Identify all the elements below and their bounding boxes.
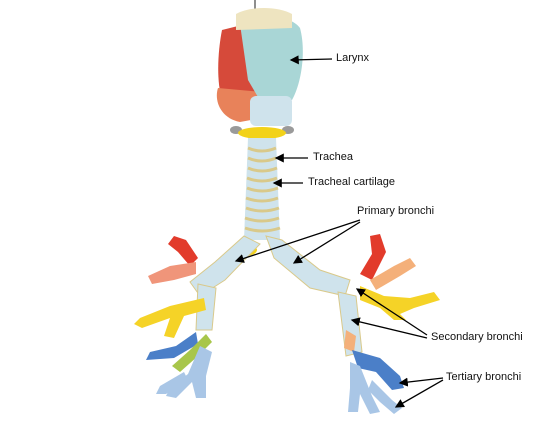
arrow-tertiary-bronchi-upper — [400, 378, 443, 383]
label-tracheal-cartilage: Tracheal cartilage — [308, 176, 395, 188]
label-trachea: Trachea — [313, 151, 353, 163]
arrow-primary-bronchi-right — [294, 222, 360, 263]
left-upper-salmon-branch — [148, 262, 196, 284]
larynx-model — [217, 8, 303, 126]
trachea — [244, 138, 280, 240]
larynx-lower — [250, 96, 292, 126]
arrow-secondary-bronchi-lower — [352, 320, 427, 338]
larynx-top — [236, 8, 292, 30]
label-primary-bronchi: Primary bronchi — [357, 205, 434, 217]
right-primary-bronchus — [266, 236, 350, 296]
left-upper-red-branch — [168, 236, 198, 266]
label-tertiary-bronchi: Tertiary bronchi — [446, 371, 521, 383]
label-secondary-bronchi: Secondary bronchi — [431, 331, 523, 343]
arrow-secondary-bronchi-upper — [357, 289, 427, 335]
label-larynx: Larynx — [336, 52, 369, 64]
yellow-ring — [238, 127, 286, 139]
arrow-tertiary-bronchi-lower — [396, 380, 443, 407]
right-yellow-branch — [360, 286, 440, 320]
left-yellow-branch — [134, 298, 206, 338]
